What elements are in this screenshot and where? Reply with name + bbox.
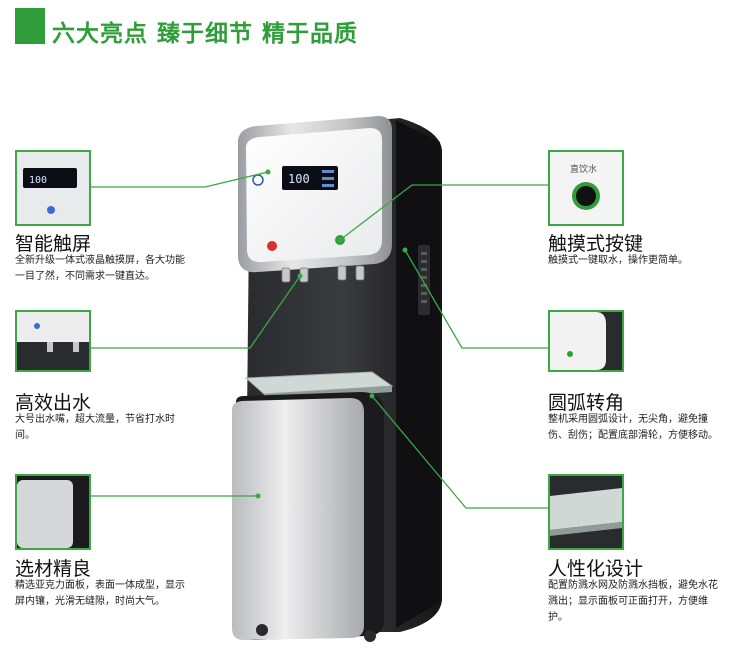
thumb-touch-key: 直饮水 [548,150,624,226]
hot-water-button-icon [267,241,277,251]
caster-wheel-icon [364,630,376,642]
callout-line-high-flow [90,275,301,349]
feature-title-humanized: 人性化设计 [548,558,644,580]
display-reading: 100 [288,172,310,186]
side-control-strip [418,245,430,315]
feature-desc-touch-key: 触摸式一键取水，操作更简单。 [548,255,688,266]
feature-desc-touch-screen: 全新升级一体式液晶触摸屏，各大功能一目了然，不同需求一键直达。 [15,255,185,282]
header-accent-bar [15,8,45,44]
rounded-corner-thumb-icon [550,312,622,370]
lower-cabinet-door [232,398,364,640]
thumb-high-flow [15,310,91,372]
svg-text:直饮水: 直饮水 [570,163,597,175]
faucet-thumb-icon [17,312,89,370]
splash-guard-thumb-icon [550,476,622,548]
callout-line-humanized [371,395,548,509]
control-panel-face [246,128,382,263]
feature-desc-high-flow: 大号出水嘴，超大流量，节省打水时间。 [15,414,175,441]
callout-line-touch-screen [90,171,269,188]
feature-title-rounded: 圆弧转角 [548,392,625,414]
feature-title-material: 选材精良 [15,558,92,580]
feature-desc-rounded: 整机采用圆弧设计，无尖角，避免撞伤、刮伤；配置底部滑轮，方便移动。 [548,414,718,441]
callout-line-rounded [404,249,548,349]
feature-title-touch-key: 触摸式按键 [548,233,644,255]
machine-side [396,120,440,628]
caster-wheel-icon [256,624,268,636]
feature-desc-material: 精选亚克力面板，表面一体成型，显示屏内镶，光滑无缝隙，时尚大气。 [15,580,185,607]
page-title: 六大亮点 臻于细节 精于品质 [52,21,359,47]
thumb-rounded [548,310,624,372]
feature-desc-humanized: 配置防溅水网及防溅水挡板，避免水花溅出；显示面板可正面打开，方便维护。 [548,580,718,623]
thumb-touch-screen: 100 [15,150,91,226]
panel-material-thumb-icon [17,476,89,548]
thumb-humanized [548,474,624,550]
svg-text:100: 100 [29,175,47,186]
thumb-material [15,474,91,550]
feature-title-touch-screen: 智能触屏 [15,233,92,255]
touch-key-thumb-icon: 直饮水 [550,152,622,224]
feature-title-high-flow: 高效出水 [15,392,92,414]
touch-screen-thumb-icon: 100 [17,152,89,224]
callout-line-touch-key [339,184,548,241]
